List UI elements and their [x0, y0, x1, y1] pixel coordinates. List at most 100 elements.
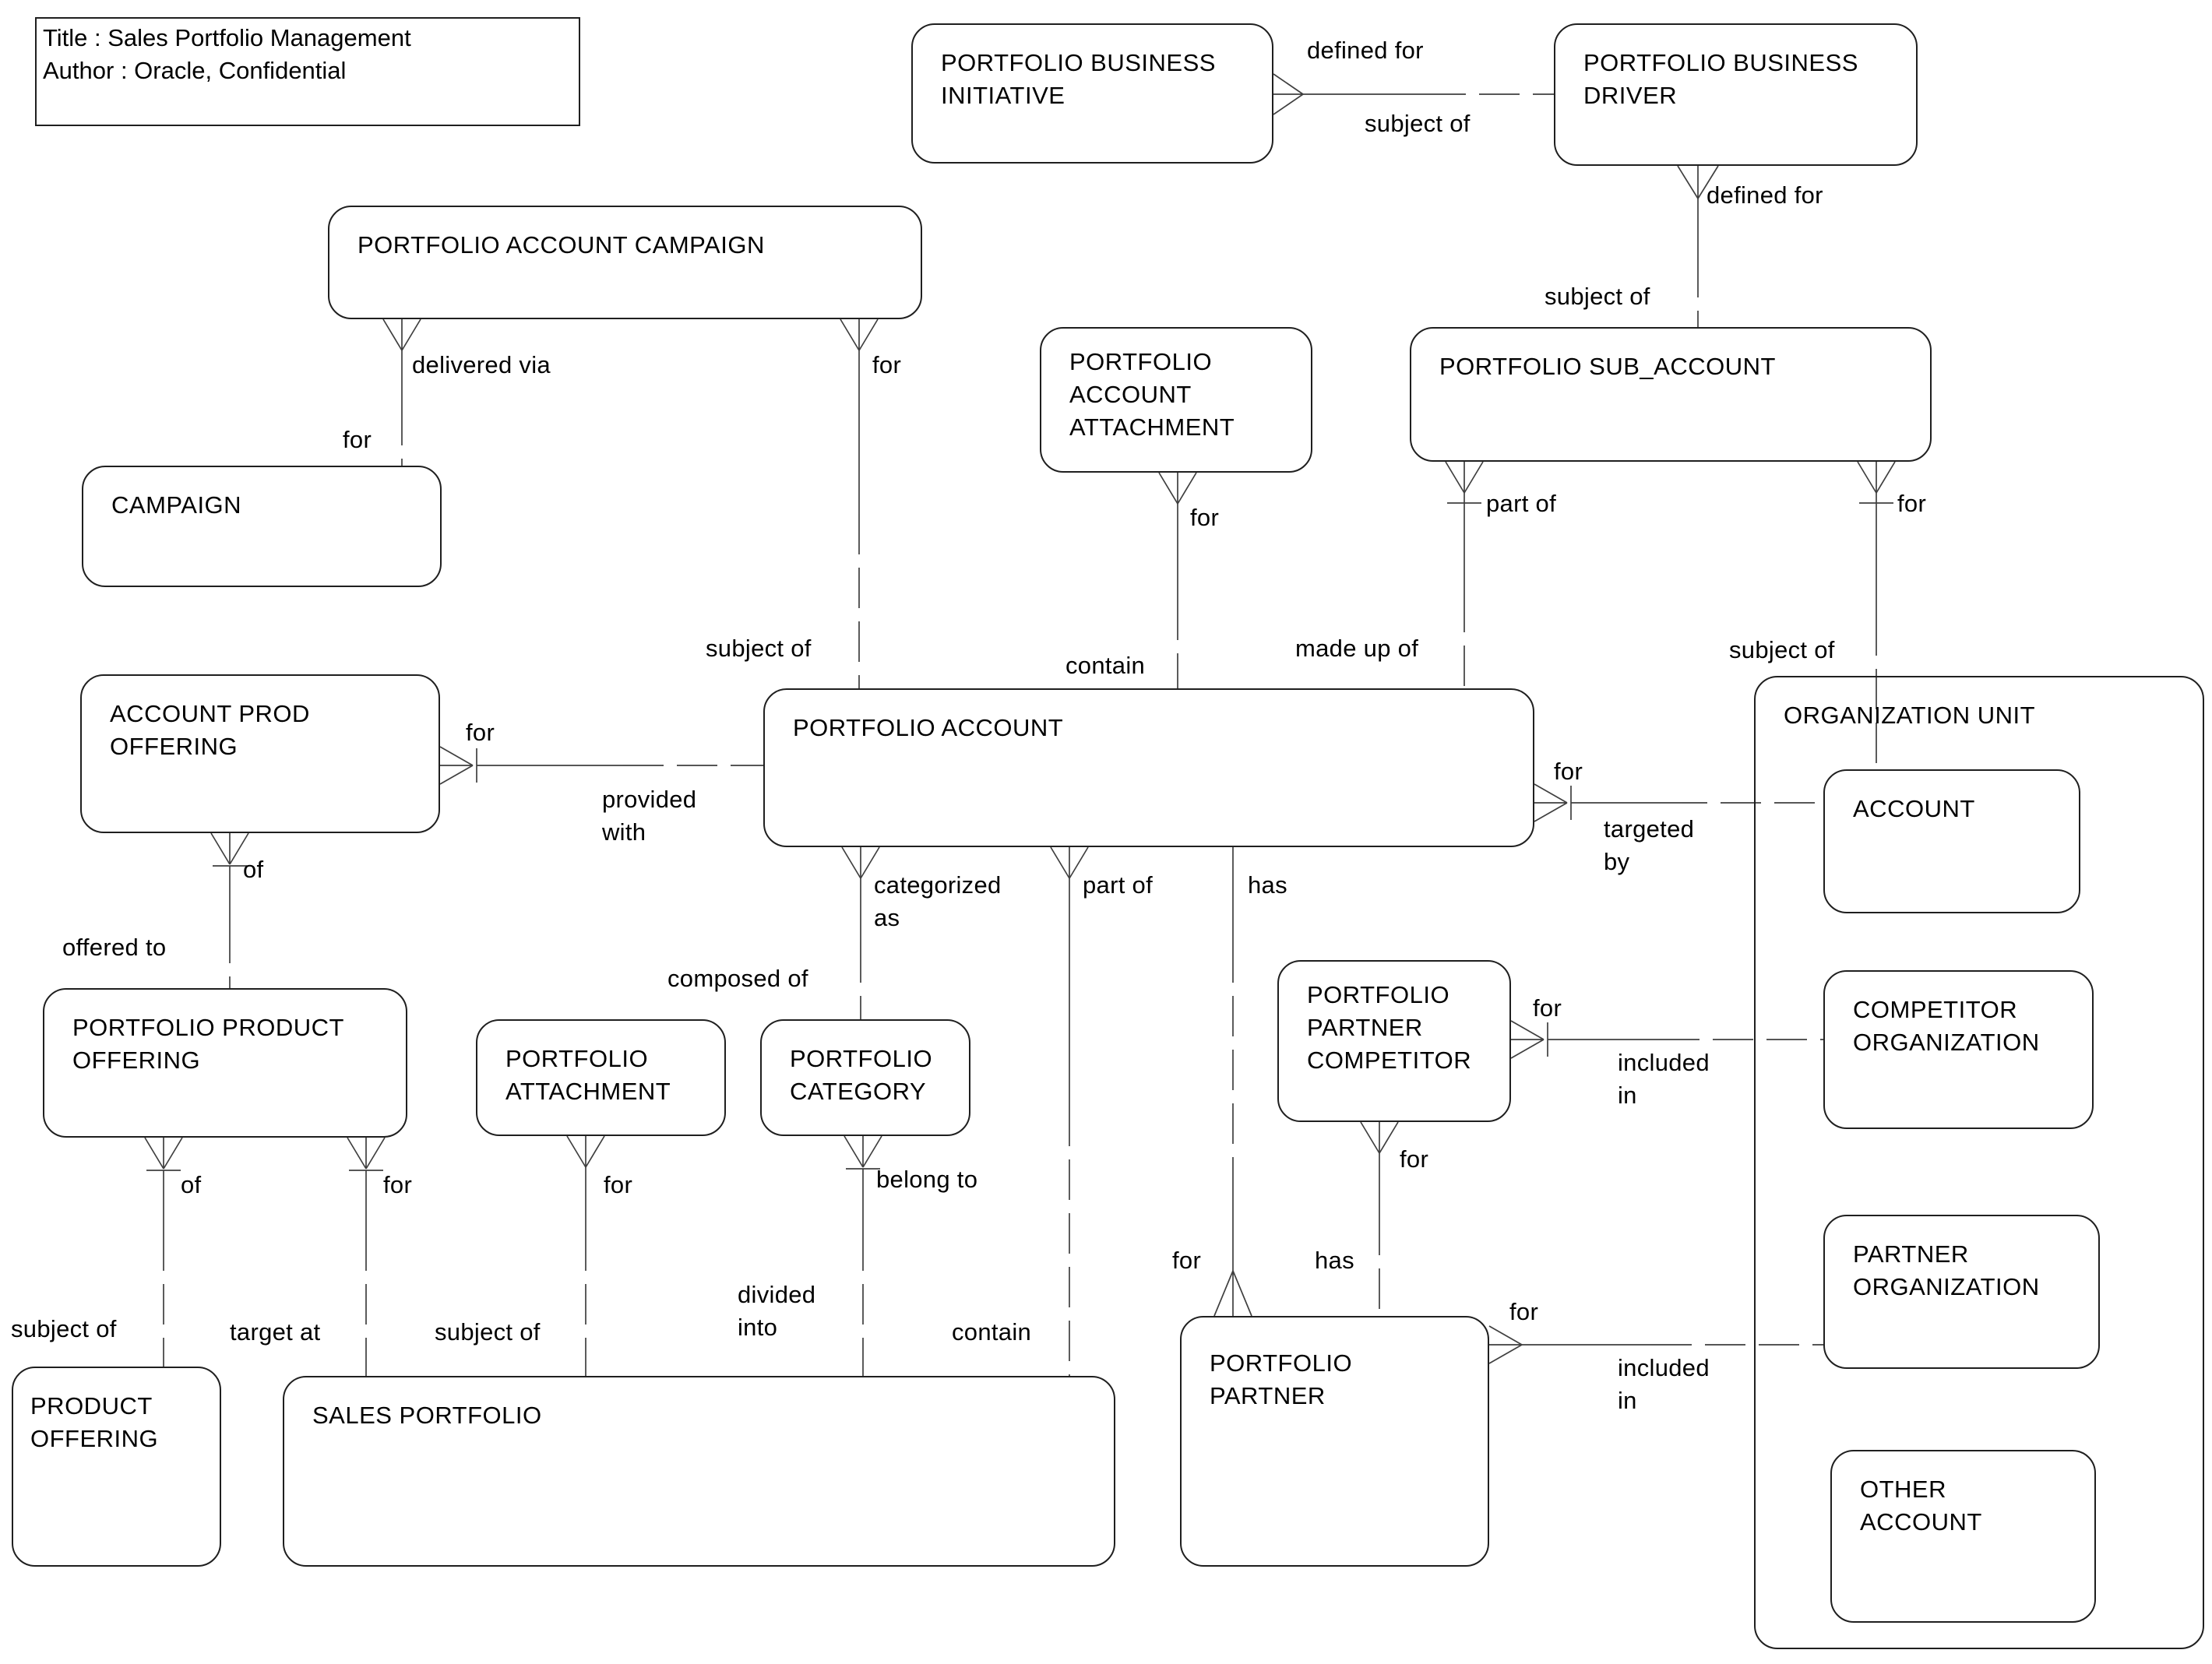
- entity-portfolio-account-attachment: PORTFOLIO ACCOUNT ATTACHMENT: [1040, 327, 1312, 473]
- entity-portfolio-product-offering: PORTFOLIO PRODUCT OFFERING: [43, 988, 407, 1138]
- connector-accountcampaign-campaign: [382, 318, 421, 466]
- entity-label: PRODUCT OFFERING: [30, 1392, 159, 1452]
- label-belong-to: belong to: [876, 1166, 978, 1193]
- label-for-pattach: for: [604, 1171, 633, 1198]
- entity-portfolio-attachment: PORTFOLIO ATTACHMENT: [476, 1019, 726, 1136]
- label-targeted-by: targeted by: [1604, 815, 1695, 875]
- entity-label: PARTNER ORGANIZATION: [1853, 1240, 2040, 1300]
- connector-ppo-salesportfolio: [347, 1137, 386, 1376]
- label-included-in-competitor: included in: [1618, 1049, 1710, 1109]
- entity-portfolio-category: PORTFOLIO CATEGORY: [760, 1019, 970, 1136]
- entity-campaign: CAMPAIGN: [82, 466, 442, 587]
- label-defined-for-initiative: defined for: [1307, 37, 1424, 64]
- entity-partner-organization: PARTNER ORGANIZATION: [1823, 1215, 2100, 1369]
- entity-label: ACCOUNT: [1853, 795, 1975, 822]
- label-subject-of-org: subject of: [1729, 636, 1835, 663]
- entity-account-prod-offering: ACCOUNT PROD OFFERING: [80, 674, 440, 833]
- entity-label: PORTFOLIO PRODUCT OFFERING: [72, 1014, 344, 1074]
- label-defined-for-driver: defined for: [1707, 181, 1823, 209]
- connector-pattachment-salesportfolio: [566, 1135, 605, 1376]
- connector-accountattachment-portfolioaccount: [1158, 472, 1197, 688]
- entity-label: PORTFOLIO CATEGORY: [790, 1045, 933, 1105]
- label-contain-sp: contain: [952, 1318, 1032, 1346]
- author-line: Author : Oracle, Confidential: [43, 57, 347, 84]
- label-for-attachment: for: [1190, 504, 1220, 531]
- entity-label: PORTFOLIO BUSINESS INITIATIVE: [941, 49, 1216, 109]
- label-of-prod: of: [243, 856, 264, 883]
- connector-ppc-partner: [1360, 1121, 1399, 1316]
- label-for-partner-left: for: [1172, 1247, 1202, 1274]
- entity-other-account: OTHER ACCOUNT: [1830, 1450, 2096, 1623]
- connector-ppc-competitororg: [1510, 1020, 1823, 1059]
- label-part-of-sub: part of: [1486, 490, 1556, 517]
- label-subject-of-driver: subject of: [1365, 110, 1471, 137]
- label-for-targeted: for: [1554, 758, 1583, 785]
- connector-accountprodoffering-ppo: [210, 832, 249, 988]
- label-contain-account: contain: [1065, 652, 1146, 679]
- entity-product-offering: PRODUCT OFFERING: [12, 1367, 221, 1567]
- label-for-campaign: for: [343, 426, 372, 453]
- label-subject-of-account: subject of: [706, 635, 812, 662]
- connector-accountprodoffering-portfolioaccount: [439, 746, 763, 785]
- label-offered-to: offered to: [62, 934, 167, 961]
- entity-label: CAMPAIGN: [111, 491, 242, 519]
- label-part-of-account: part of: [1083, 871, 1153, 899]
- entity-competitor-organization: COMPETITOR ORGANIZATION: [1823, 970, 2094, 1129]
- entity-label: SALES PORTFOLIO: [312, 1402, 542, 1429]
- title-line: Title : Sales Portfolio Management: [43, 24, 411, 51]
- label-subject-of-sp: subject of: [435, 1318, 541, 1346]
- entity-label: PORTFOLIO BUSINESS DRIVER: [1583, 49, 1858, 109]
- label-for-ppc: for: [1533, 994, 1562, 1022]
- connector-subaccount-portfolioaccount: [1445, 461, 1484, 688]
- entity-portfolio-business-initiative: PORTFOLIO BUSINESS INITIATIVE: [911, 23, 1273, 164]
- entity-portfolio-account: PORTFOLIO ACCOUNT: [763, 688, 1534, 847]
- label-for-ppo: for: [383, 1171, 413, 1198]
- entity-label: OTHER ACCOUNT: [1860, 1476, 1982, 1536]
- label-for-account-campaign: for: [872, 351, 902, 378]
- connector-portfolioaccount-partner: [1213, 847, 1252, 1317]
- label-of-ppo: of: [181, 1171, 202, 1198]
- entity-label: PORTFOLIO ACCOUNT CAMPAIGN: [358, 231, 765, 259]
- entity-portfolio-partner-competitor: PORTFOLIO PARTNER COMPETITOR: [1277, 960, 1511, 1122]
- label-subject-of-subaccount: subject of: [1545, 283, 1650, 310]
- connector-portfolioaccount-salesportfolio: [1050, 846, 1089, 1376]
- title-box: Title : Sales Portfolio Management Autho…: [35, 17, 580, 126]
- label-included-in-partner: included in: [1618, 1354, 1710, 1414]
- label-composed-of: composed of: [667, 965, 808, 992]
- entity-organization-unit: ORGANIZATION UNIT: [1754, 676, 2204, 1649]
- entity-portfolio-account-campaign: PORTFOLIO ACCOUNT CAMPAIGN: [328, 206, 922, 319]
- connector-portfolioaccount-account: [1534, 783, 1823, 822]
- label-target-at: target at: [230, 1318, 321, 1346]
- connector-subaccount-account: [1857, 461, 1896, 769]
- connector-driver-subaccount: [1677, 165, 1719, 327]
- label-divided-into: divided into: [738, 1281, 816, 1341]
- entity-portfolio-partner: PORTFOLIO PARTNER: [1180, 1316, 1489, 1567]
- entity-label: PORTFOLIO PARTNER: [1210, 1349, 1353, 1409]
- entity-portfolio-business-driver: PORTFOLIO BUSINESS DRIVER: [1554, 23, 1918, 166]
- entity-label: PORTFOLIO ATTACHMENT: [505, 1045, 671, 1105]
- entity-account: ACCOUNT: [1823, 769, 2080, 913]
- connector-portfolioaccount-category: [841, 846, 880, 1019]
- label-categorized-as: categorized as: [874, 871, 1002, 931]
- entity-label: PORTFOLIO SUB_ACCOUNT: [1439, 353, 1776, 380]
- label-provided-with: provided with: [602, 786, 697, 846]
- label-has-account: has: [1248, 871, 1287, 899]
- entity-label: ACCOUNT PROD OFFERING: [110, 700, 310, 760]
- label-for-sub: for: [1897, 490, 1927, 517]
- connector-accountcampaign-portfolioaccount: [840, 318, 879, 688]
- label-has-partner: has: [1315, 1247, 1354, 1274]
- label-subject-of-po: subject of: [11, 1315, 117, 1342]
- connector-category-salesportfolio: [844, 1135, 882, 1376]
- label-delivered-via: delivered via: [412, 351, 551, 378]
- label-for-ppc-down: for: [1400, 1145, 1429, 1173]
- connector-partner-partnerorg: [1488, 1325, 1823, 1364]
- connector-ppo-productoffering: [144, 1137, 183, 1367]
- label-made-up-of: made up of: [1295, 635, 1419, 662]
- label-for-prod: for: [466, 719, 495, 746]
- entity-label: PORTFOLIO ACCOUNT ATTACHMENT: [1069, 348, 1235, 441]
- entity-label: COMPETITOR ORGANIZATION: [1853, 996, 2040, 1056]
- label-for-partner-right: for: [1509, 1298, 1539, 1325]
- entity-label: PORTFOLIO PARTNER COMPETITOR: [1307, 981, 1472, 1074]
